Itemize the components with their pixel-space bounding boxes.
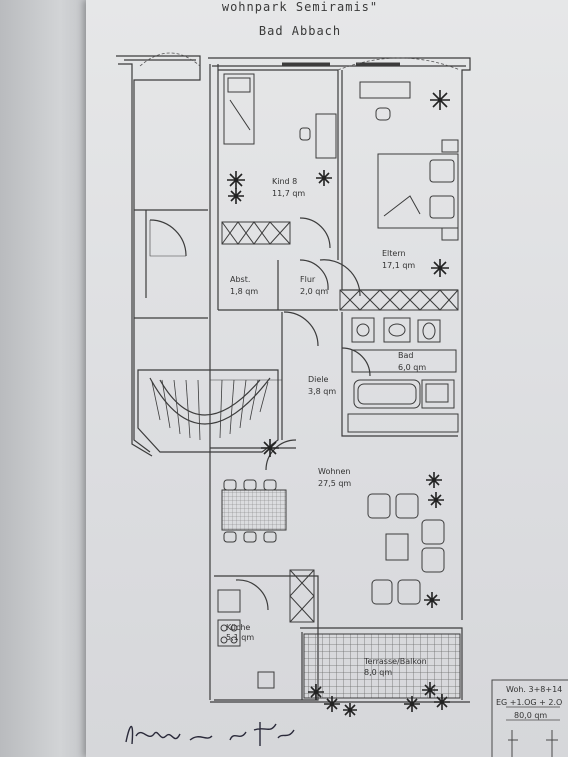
- project-location: Bad Abbach: [258, 24, 342, 38]
- left-page-edge: [0, 0, 86, 757]
- room-area-diele: 3,8 qm: [308, 387, 336, 396]
- room-name-bad: Bad: [398, 351, 413, 360]
- room-area-flur: 2,0 qm: [300, 287, 328, 296]
- room-name-abst: Abst.: [230, 275, 250, 284]
- legend-line-2: EG +1.OG + 2.O: [496, 698, 562, 707]
- legend-line-1: Woh. 3+8+14: [506, 685, 562, 694]
- room-name-flur: Flur: [300, 275, 316, 284]
- legend-line-3: 80,0 qm: [514, 711, 547, 720]
- plan-sheet: [86, 0, 568, 757]
- room-name-kueche: Küche: [226, 623, 250, 632]
- handwritten-signature: [125, 722, 295, 746]
- room-area-terrasse: 8,0 qm: [364, 668, 392, 677]
- project-title: wohnpark Semiramis": [221, 0, 379, 14]
- room-name-kind: Kind 8: [272, 177, 297, 186]
- room-area-bad: 6,0 qm: [398, 363, 426, 372]
- room-area-kueche: 5,1 qm: [226, 633, 254, 642]
- room-area-abst: 1,8 qm: [230, 287, 258, 296]
- area-legend: Woh. 3+8+14 EG +1.OG + 2.O 80,0 qm: [491, 679, 568, 757]
- room-name-terrasse: Terrasse/Balkon: [363, 657, 427, 666]
- room-area-eltern: 17,1 qm: [382, 261, 415, 270]
- room-name-eltern: Eltern: [382, 249, 406, 258]
- room-name-diele: Diele: [308, 375, 329, 384]
- room-area-kind: 11,7 qm: [272, 189, 305, 198]
- room-name-wohnen: Wohnen: [318, 467, 350, 476]
- room-area-wohnen: 27,5 qm: [318, 479, 351, 488]
